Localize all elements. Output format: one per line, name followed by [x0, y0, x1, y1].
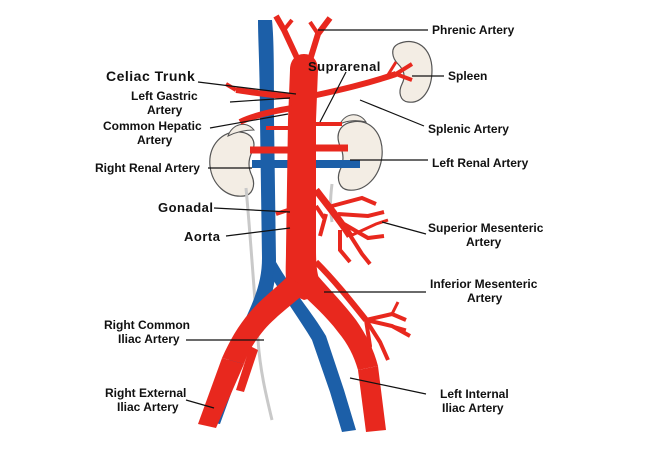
leader-left-internal-iliac: [349, 377, 427, 395]
left-gastric-branch: [224, 82, 238, 92]
label-right-external-iliac-artery-1: Right External: [105, 386, 186, 400]
sma-branch-6: [318, 213, 328, 237]
label-left-internal-iliac-artery-2: Iliac Artery: [442, 401, 504, 415]
right-adrenal-gland: [227, 123, 256, 137]
right-internal-iliac-vessel: [236, 346, 258, 392]
aorta-vessel: [285, 54, 326, 300]
label-splenic-artery: Splenic Artery: [428, 122, 509, 136]
sma-branch-5: [338, 230, 352, 264]
leader-suprarenal: [319, 71, 347, 123]
spleen-organ: [392, 40, 433, 103]
label-left-gastric-artery-1: Left Gastric: [131, 89, 198, 103]
label-left-gastric-artery-2: Artery: [147, 103, 183, 117]
label-left-internal-iliac-artery-1: Left Internal: [440, 387, 509, 401]
leader-lines: [185, 29, 444, 409]
left-gastric-vessel: [235, 87, 293, 99]
superior-mesenteric-vessel: [313, 187, 353, 238]
label-right-common-iliac-artery-2: Iliac Artery: [118, 332, 180, 346]
label-left-renal-artery: Left Renal Artery: [432, 156, 529, 170]
sma-branch-2: [337, 210, 385, 219]
left-external-iliac-vessel: [358, 366, 386, 432]
label-right-renal-artery: Right Renal Artery: [95, 161, 200, 175]
label-spleen: Spleen: [448, 69, 487, 83]
label-superior-mesenteric-artery-2: Artery: [466, 235, 502, 249]
right-common-iliac-artery-vessel: [222, 276, 308, 364]
arterial-system: [198, 14, 414, 432]
leader-right-external-iliac: [185, 399, 215, 409]
leader-left-gastric: [229, 97, 291, 103]
leader-aorta: [225, 227, 291, 237]
leader-superior-mesenteric: [381, 221, 427, 235]
ima-branch-6: [391, 324, 407, 332]
splenic-branch-3: [384, 61, 398, 79]
ima-branch-1: [365, 311, 407, 322]
leader-splenic: [359, 99, 425, 127]
right-kidney: [209, 131, 255, 197]
right-external-iliac-vessel: [198, 358, 244, 428]
label-right-common-iliac-artery-1: Right Common: [104, 318, 190, 332]
splenic-branch-2: [395, 72, 413, 82]
label-gonadal: Gonadal: [158, 200, 214, 215]
splenic-branch-1: [394, 62, 414, 76]
phrenic-branch-1: [308, 20, 320, 36]
left-common-iliac-artery-vessel: [300, 276, 378, 370]
label-superior-mesenteric-artery-1: Superior Mesenteric: [428, 221, 544, 235]
left-kidney: [337, 120, 383, 191]
splenic-artery-vessel: [311, 71, 397, 99]
leader-gonadal: [213, 207, 291, 213]
label-celiac-trunk: Celiac Trunk: [106, 68, 195, 84]
common-hepatic-vessel: [238, 105, 293, 125]
label-common-hepatic-artery-1: Common Hepatic: [103, 119, 202, 133]
label-phrenic-artery: Phrenic Artery: [432, 23, 515, 37]
label-suprarenal: Suprarenal: [308, 59, 381, 74]
leader-common-hepatic: [209, 113, 289, 129]
ima-branch-4: [364, 319, 373, 365]
label-inferior-mesenteric-artery-1: Inferior Mesenteric: [430, 277, 538, 291]
ima-branch-5: [390, 301, 400, 315]
left-adrenal-gland: [338, 114, 368, 126]
labels: Phrenic Artery Suprarenal Spleen Celiac …: [95, 23, 544, 415]
gonadal-vessel-left: [314, 204, 326, 220]
label-aorta: Aorta: [184, 229, 221, 244]
left-common-iliac-vein: [272, 262, 356, 432]
label-common-hepatic-artery-2: Artery: [137, 133, 173, 147]
phrenic-artery-vessel-left: [273, 14, 301, 62]
inferior-mesenteric-vessel: [313, 259, 369, 322]
label-right-external-iliac-artery-2: Iliac Artery: [117, 400, 179, 414]
label-inferior-mesenteric-artery-2: Artery: [467, 291, 503, 305]
leader-celiac: [197, 81, 297, 95]
sma-branch-7: [349, 218, 389, 238]
ima-branch-3: [364, 318, 390, 361]
sma-branch-1: [331, 195, 377, 208]
sma-branch-4: [346, 230, 372, 266]
left-ureter: [329, 183, 334, 223]
sma-branch-3: [342, 222, 385, 241]
phrenic-branch-2: [282, 18, 294, 32]
